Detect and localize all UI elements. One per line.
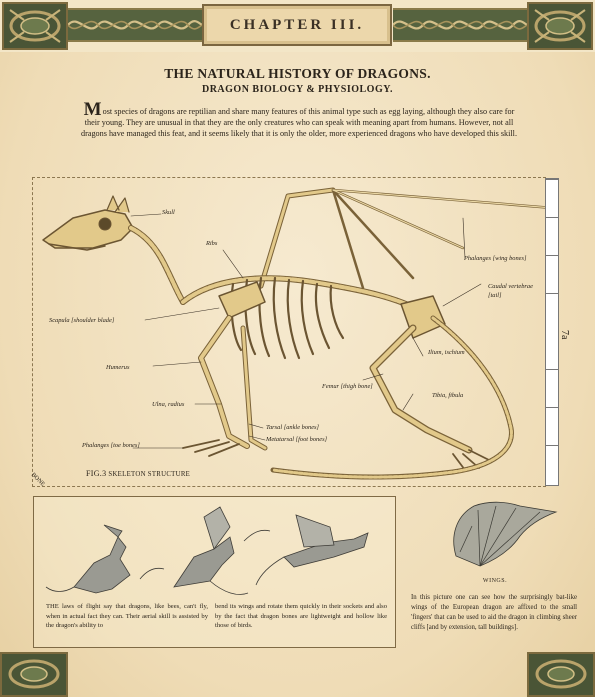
header-knotwork-band-left — [68, 8, 202, 42]
ruler-tick — [546, 369, 558, 370]
label-scapula: Scapula [shoulder blade] — [49, 317, 114, 324]
page-title: THE NATURAL HISTORY OF DRAGONS. — [0, 66, 595, 82]
chapter-header: CHAPTER III. — [0, 0, 595, 52]
ruler-tick — [546, 445, 558, 446]
label-skull: Skull — [162, 209, 175, 216]
ruler-tick — [546, 293, 558, 294]
footer-knot-ornament-left — [0, 652, 68, 697]
label-ulna-radius: Ulna, radius — [152, 401, 184, 408]
footer-knot-ornament-right — [527, 652, 595, 697]
wing-caption: WINGS. — [420, 578, 570, 584]
label-humerus: Humerus — [106, 364, 129, 371]
header-knotwork-band-right — [393, 8, 527, 42]
ruler-tick — [546, 179, 558, 180]
flight-text-column-2: bend its wings and rotate them quickly i… — [215, 602, 387, 631]
drop-cap: M — [84, 99, 102, 120]
flight-text-column-1: THE laws of flight say that dragons, lik… — [46, 602, 208, 631]
measuring-ruler — [545, 178, 559, 486]
ruler-tick — [546, 255, 558, 256]
label-tibia-fibula: Tibia, fibula — [432, 392, 463, 399]
label-femur: Femur [thigh bone] — [322, 383, 373, 390]
intro-paragraph: Most species of dragons are reptilian an… — [76, 104, 522, 139]
dragon-wing-illustration — [420, 496, 570, 578]
page-subtitle: DRAGON BIOLOGY & PHYSIOLOGY. — [0, 84, 595, 95]
ruler-label: 7a — [559, 330, 570, 339]
wing-description: In this picture one can see how the surp… — [411, 593, 577, 633]
label-phalanges-wing: Phalanges [wing bones] — [464, 255, 527, 262]
chapter-title: CHAPTER III. — [230, 17, 364, 34]
figure-caption-text: SKELETON STRUCTURE — [108, 471, 190, 478]
intro-text: ost species of dragons are reptilian and… — [81, 107, 517, 138]
chapter-plaque: CHAPTER III. — [202, 4, 392, 46]
dragon-flight-sequence-illustration — [34, 497, 395, 607]
label-ribs: Ribs — [206, 240, 217, 247]
label-metatarsal: Metatarsal [foot bones] — [266, 436, 327, 443]
figure-number: FIG.3 — [86, 469, 106, 478]
figure-caption: FIG.3 SKELETON STRUCTURE — [86, 469, 190, 478]
celtic-knot-ornament-left — [2, 2, 68, 50]
ruler-tick — [546, 407, 558, 408]
label-caudal-vertebrae: Caudal vertebrae — [488, 283, 533, 290]
celtic-knot-ornament-right — [527, 2, 593, 50]
ruler-tick — [546, 217, 558, 218]
label-tarsal: Tarsal [ankle bones] — [266, 424, 319, 431]
label-ilium-ischium: Ilium, ischium — [428, 349, 465, 356]
label-caudal-tail: [tail] — [488, 292, 502, 299]
label-phalanges-toe: Phalanges [toe bones] — [82, 442, 140, 449]
